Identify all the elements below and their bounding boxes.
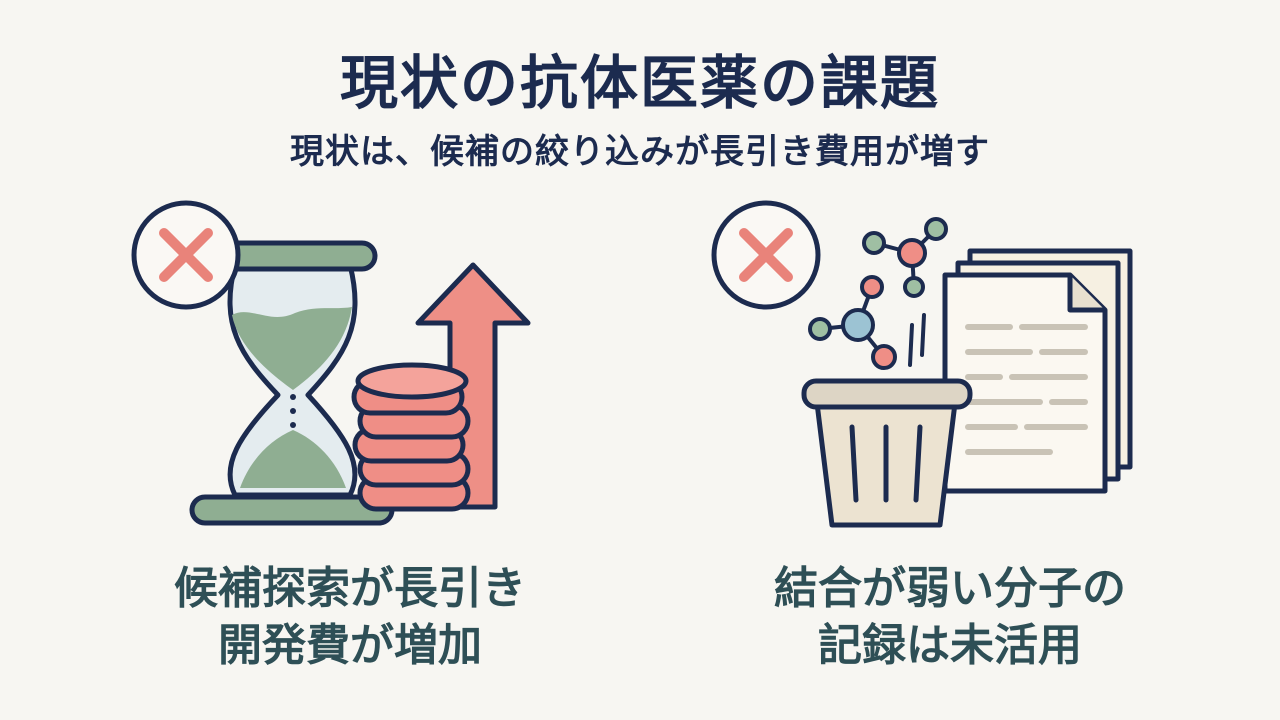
hourglass-icon bbox=[189, 240, 395, 526]
right-caption: 結合が弱い分子の 記録は未活用 bbox=[700, 560, 1200, 674]
right-caption-line1: 結合が弱い分子の bbox=[774, 563, 1126, 614]
right-caption-line2: 記録は未活用 bbox=[818, 620, 1082, 672]
trash-bin-icon bbox=[801, 378, 973, 528]
left-caption-line2: 開発費が増加 bbox=[218, 620, 482, 672]
documents-icon bbox=[942, 248, 1133, 494]
left-caption-line1: 候補探索が長引き bbox=[174, 563, 526, 614]
coin-stack-icon bbox=[351, 362, 471, 512]
left-caption: 候補探索が長引き 開発費が増加 bbox=[100, 560, 600, 674]
right-illustration bbox=[711, 200, 1133, 528]
motion-lines bbox=[908, 313, 926, 367]
left-illustration bbox=[131, 200, 531, 526]
up-arrow-icon bbox=[415, 262, 531, 510]
cross-icon bbox=[131, 200, 241, 310]
page-title: 現状の抗体医薬の課題 bbox=[339, 49, 940, 117]
molecule-icon bbox=[808, 217, 948, 370]
cross-icon bbox=[711, 200, 821, 310]
page-subtitle: 現状は、候補の絞り込みが長引き費用が増す bbox=[290, 132, 990, 172]
